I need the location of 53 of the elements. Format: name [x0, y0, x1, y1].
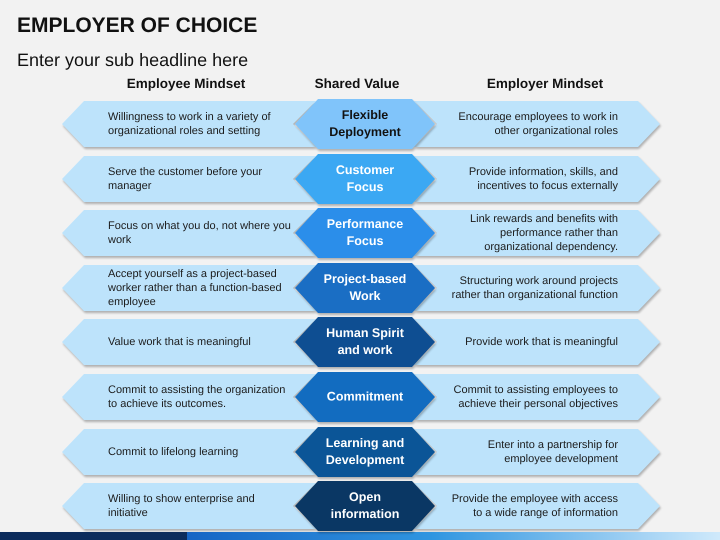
left-arrow-banner — [62, 319, 316, 366]
value-hexagon — [295, 317, 435, 368]
column-heading: Employee Mindset — [126, 75, 246, 92]
value-label: Flexible Deployment — [328, 107, 402, 141]
mindset-text: Provide information, skills, and incentives to focus externally — [468, 164, 618, 193]
value-hexagon — [295, 262, 435, 313]
column-heading: Shared Value — [314, 75, 400, 92]
mindset-text: Commit to lifelong learning — [108, 444, 238, 459]
mindset-text: Provide the employee with access to a wide range of information — [450, 492, 618, 520]
value-label: Human Spirit and work — [325, 325, 405, 360]
right-arrow-banner — [414, 156, 660, 202]
mindset-text: Willingness to work in a variety of organizational roles and setting — [108, 110, 272, 138]
right-arrow-banner — [414, 319, 660, 366]
left-arrow-banner — [62, 428, 316, 475]
mindset-text: Commit to assisting the organization to achieve its outcomes. — [108, 383, 286, 411]
left-arrow-banner — [62, 483, 316, 530]
right-arrow-banner — [414, 210, 660, 256]
mindset-text: Structuring work around projects rather than organizational function — [450, 274, 618, 302]
value-label: Customer Focus — [334, 162, 396, 196]
left-arrow-banner — [62, 156, 316, 202]
right-arrow-banner — [414, 101, 660, 147]
mindset-text: Accept yourself as a project-based worker rather than a function-based employee — [108, 266, 283, 309]
mindset-text: Link rewards and benefits with performance rather than organizational dependency. — [469, 212, 618, 254]
value-hexagon — [295, 426, 435, 477]
mindset-text: Provide work that is meaningful — [465, 335, 618, 350]
mindset-text: Encourage employees to work in other organizational roles — [457, 110, 618, 138]
value-hexagon — [295, 208, 435, 258]
left-arrow-banner — [62, 374, 316, 420]
value-hexagon — [295, 372, 435, 422]
left-arrow-banner — [62, 101, 316, 147]
right-arrow-banner — [414, 264, 660, 311]
mindset-text: Commit to assisting employees to achieve their personal objectives — [452, 383, 618, 411]
right-arrow-banner — [414, 428, 660, 475]
left-arrow-banner — [62, 264, 316, 311]
value-hexagon — [295, 154, 435, 204]
subtitle: Enter your sub headline here — [17, 49, 248, 71]
value-label: Project-based Work — [322, 270, 408, 305]
value-label: Learning and Development — [324, 434, 406, 469]
mindset-text: Focus on what you do, not where you work — [108, 219, 292, 248]
value-label: Commitment — [326, 388, 404, 406]
right-arrow-banner — [414, 374, 660, 420]
mindset-text: Enter into a partnership for employee development — [486, 438, 618, 466]
page-title: EMPLOYER OF CHOICE — [17, 13, 258, 39]
value-hexagon — [295, 481, 435, 532]
mindset-text: Willing to show enterprise and initiative — [108, 492, 256, 520]
value-label: Performance Focus — [326, 216, 404, 250]
right-arrow-banner — [414, 483, 660, 530]
mindset-text: Value work that is meaningful — [108, 335, 251, 350]
value-label: Open information — [330, 489, 400, 524]
left-arrow-banner — [62, 210, 316, 256]
column-heading: Employer Mindset — [486, 75, 604, 92]
mindset-text: Serve the customer before your manager — [108, 164, 264, 193]
value-hexagon — [295, 99, 435, 149]
